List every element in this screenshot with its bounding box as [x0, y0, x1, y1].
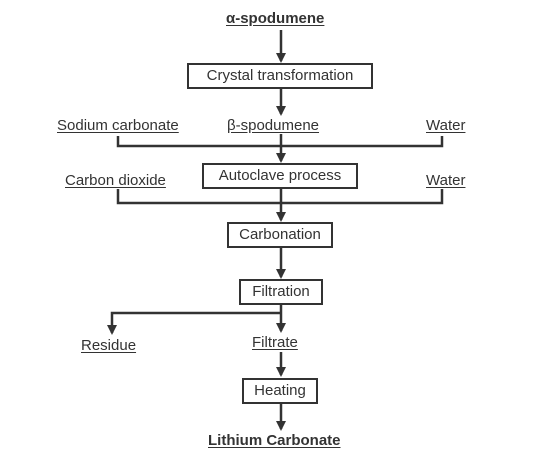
final-product-label: Lithium Carbonate — [208, 432, 341, 449]
arrow-to-residue — [107, 311, 281, 335]
autoclave-process-box: Autoclave process — [202, 163, 358, 189]
residue-label: Residue — [81, 337, 137, 354]
water-label-1: Water — [426, 117, 466, 134]
heating-box: Heating — [242, 378, 318, 404]
start-material-label: α-spodumene — [226, 10, 325, 27]
carbon-dioxide-label: Carbon dioxide — [65, 172, 166, 189]
filtrate-label: Filtrate — [252, 334, 298, 351]
beta-spodumene-label: β-spodumene — [227, 117, 320, 134]
filtration-box: Filtration — [239, 279, 323, 305]
carbonation-box: Carbonation — [227, 222, 333, 248]
water-label-2: Water — [426, 172, 466, 189]
sodium-carbonate-label: Sodium carbonate — [57, 117, 179, 134]
crystal-transformation-box: Crystal transformation — [187, 63, 373, 89]
